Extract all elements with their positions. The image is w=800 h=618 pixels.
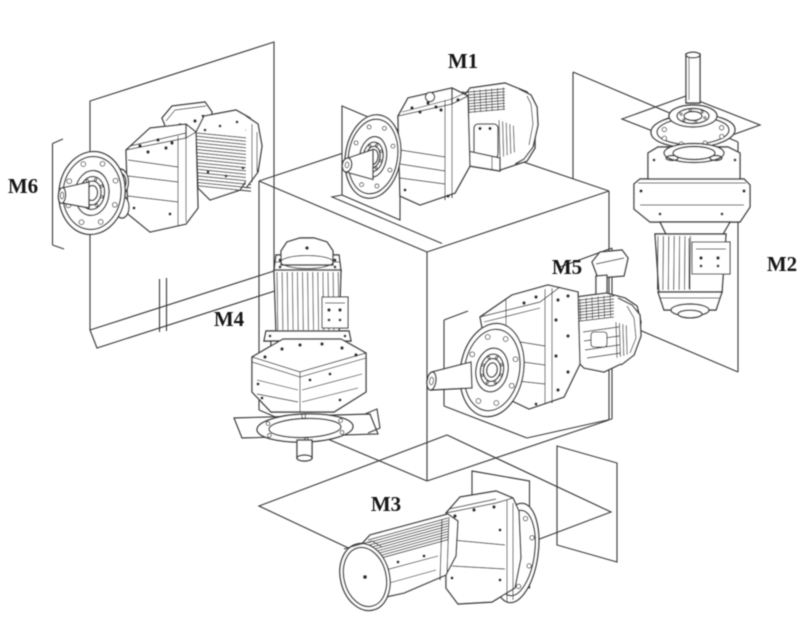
svg-text:M5: M5 xyxy=(552,255,582,279)
svg-text:M3: M3 xyxy=(371,492,401,516)
svg-text:M2: M2 xyxy=(767,252,797,276)
svg-text:M6: M6 xyxy=(8,174,38,198)
svg-text:M1: M1 xyxy=(448,49,478,73)
svg-text:M4: M4 xyxy=(214,307,245,331)
